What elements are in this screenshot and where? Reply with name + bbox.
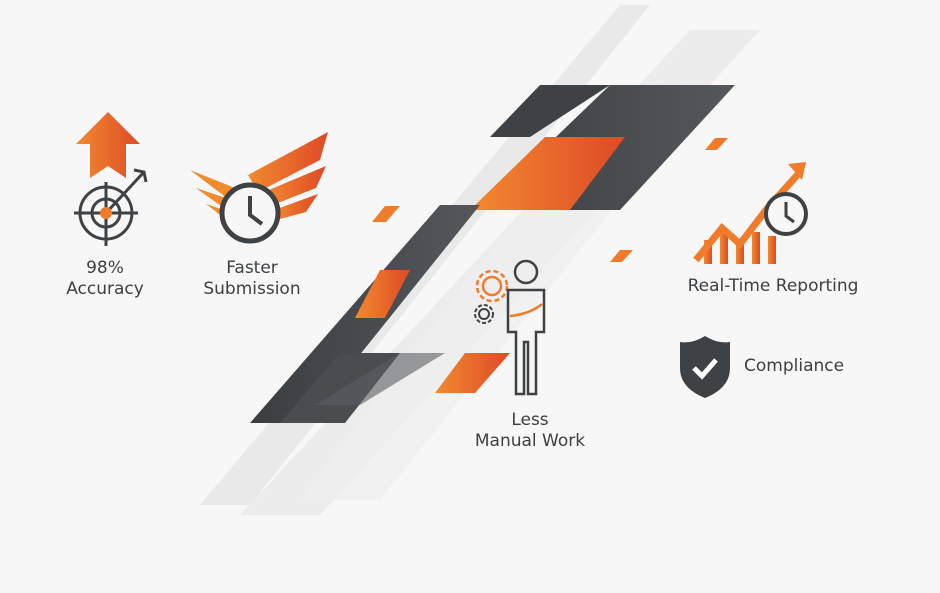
benefit-line1: 98%	[86, 258, 124, 278]
benefit-manual-label: Less Manual Work	[460, 410, 600, 452]
benefit-reporting-label: Real-Time Reporting	[687, 276, 859, 296]
target-arrow-icon	[74, 112, 148, 246]
benefit-compliance-label: Compliance	[744, 356, 845, 376]
benefit-line1: Less	[511, 410, 549, 430]
shield-check-icon	[680, 336, 730, 398]
benefit-accuracy-label: 98% Accuracy	[50, 258, 160, 300]
person-gears-icon	[474, 259, 546, 396]
benefit-line2: Manual Work	[474, 431, 586, 451]
benefit-faster-label: Faster Submission	[190, 258, 314, 300]
chart-clock-icon	[693, 162, 808, 264]
benefit-line2: Accuracy	[66, 279, 144, 299]
winged-clock-icon	[190, 132, 328, 244]
benefit-line2: Submission	[203, 279, 301, 299]
benefit-line1: Faster	[226, 258, 278, 278]
